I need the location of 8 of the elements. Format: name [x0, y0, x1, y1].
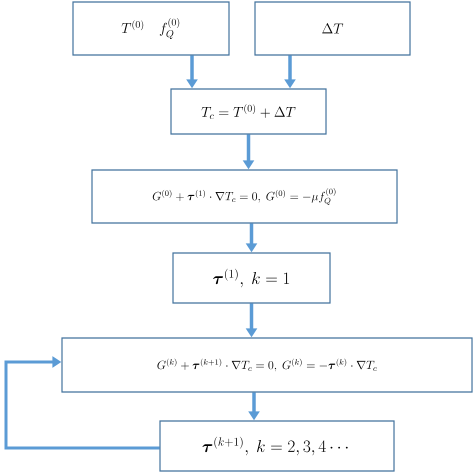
- formula-box: $\boldsymbol{\tau}^{(1)},\ k = 1$: [172, 252, 331, 304]
- arrow: [4, 356, 160, 450]
- formula-box: $T_c = T^{(0)} + \Delta T$: [170, 88, 327, 135]
- formula-box: $\Delta T$: [254, 1, 411, 56]
- formula-box: $\boldsymbol{\tau}^{(k+1)},\ k = 2,3,4\cdots$: [159, 420, 395, 472]
- formula-box: $T^{(0)}\quad f_Q^{(0)}$: [72, 1, 230, 56]
- formula-box: $G^{(k)} + \boldsymbol{\tau}^{(k+1)}\cdot\nabla T_c = 0,\ G^{(k)} = -\boldsymbol{\tau}^{(k)}\cdot\nabla T_c$: [61, 337, 473, 393]
- formula-box: $G^{(0)} + \boldsymbol{\tau}^{(1)}\cdot\nabla T_c = 0,\ G^{(0)} = -\mu f_Q^{(0)}$: [91, 169, 398, 224]
